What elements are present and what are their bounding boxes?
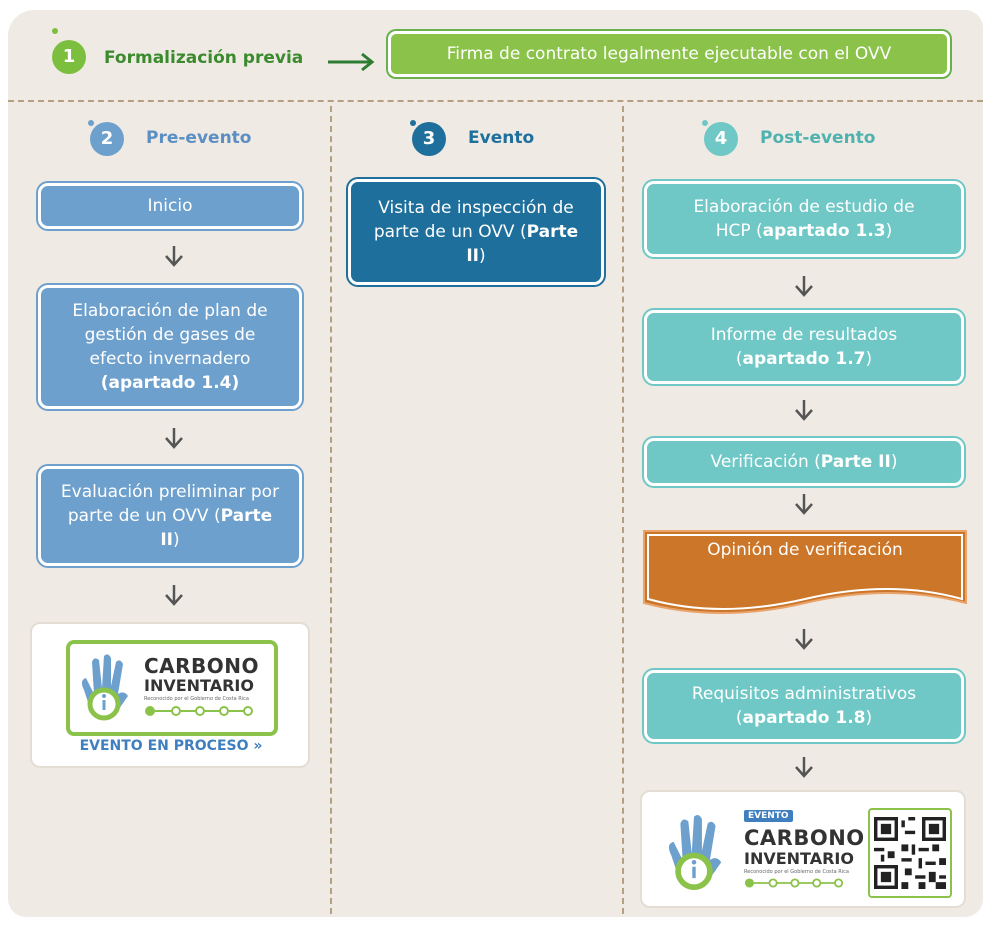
logo-left-line1: CARBONO <box>144 654 260 678</box>
phase-3-badge: 3 <box>412 122 446 156</box>
requisitos-box: Requisitos administrativos (apartado 1.8… <box>644 670 964 742</box>
logo-right-line1: CARBONO <box>744 826 865 850</box>
plan-box: Elaboración de plan de gestión de gases … <box>38 285 302 409</box>
phase-3-badge-dot <box>410 120 416 126</box>
informe-text: Informe de resultados ( <box>710 325 898 369</box>
verificacion-close: ) <box>890 452 898 472</box>
arrow-down-icon <box>795 757 813 778</box>
arrow-down-icon <box>795 629 813 650</box>
inicio-box: Inicio <box>38 183 302 229</box>
phase-4-badge: 4 <box>704 122 738 156</box>
arrow-down-icon <box>165 246 183 267</box>
requisitos-close: ) <box>865 708 873 728</box>
estudio-text: Elaboración de estudio de HCP ( <box>693 197 915 241</box>
visita-close: ) <box>479 246 486 266</box>
contract-box: Firma de contrato legalmente ejecutable … <box>388 31 950 77</box>
divider-right <box>622 106 624 914</box>
logo-right-line2: INVENTARIO <box>744 849 854 868</box>
informe-ref: apartado 1.7 <box>742 349 866 369</box>
carbono-inventario-logo-event: EVENTO CARBONO INVENTARIO Reconocido por… <box>640 790 966 908</box>
evaluacion-box: Evaluación preliminar por parte de un OV… <box>38 466 302 566</box>
phase-1-badge-dot <box>52 28 58 34</box>
phase-2-badge: 2 <box>90 122 124 156</box>
phase-1-badge: 1 <box>52 40 86 74</box>
progress-dots-icon <box>744 878 844 888</box>
verificacion-ref: Parte II <box>820 452 891 472</box>
requisitos-text: Requisitos administrativos ( <box>691 684 917 728</box>
arrow-down-icon <box>165 428 183 449</box>
phase-4-title: Post-evento <box>760 128 876 148</box>
arrow-down-icon <box>795 400 813 421</box>
opinion-label: Opinión de verificación <box>707 540 903 560</box>
evaluacion-text: Evaluación preliminar por parte de un OV… <box>60 482 280 526</box>
visita-text: Visita de inspección de parte de un OVV … <box>373 198 574 242</box>
estudio-box: Elaboración de estudio de HCP (apartado … <box>644 181 964 257</box>
requisitos-ref: apartado 1.8 <box>742 708 866 728</box>
plan-ref: (apartado 1.4) <box>100 373 240 393</box>
logo-right-tag: EVENTO <box>744 810 793 822</box>
opinion-document-shape <box>643 530 967 614</box>
estudio-close: ) <box>885 221 893 241</box>
logo-left-line2: INVENTARIO <box>144 676 254 695</box>
phase-3-title: Evento <box>468 128 535 148</box>
hand-icon <box>81 654 128 721</box>
informe-close: ) <box>865 349 873 369</box>
arrow-down-icon <box>795 494 813 515</box>
estudio-ref: apartado 1.3 <box>762 221 886 241</box>
arrow-right-icon <box>328 52 375 72</box>
evaluacion-close: ) <box>173 530 180 550</box>
carbono-inventario-logo-pending: CARBONO INVENTARIO Reconocido por el Gob… <box>30 622 310 768</box>
phase-4-badge-dot <box>702 120 708 126</box>
qr-code-icon <box>868 808 952 898</box>
visita-ref: Parte II <box>466 222 579 266</box>
phase-1-title: Formalización previa <box>104 48 304 68</box>
phase-2-title: Pre-evento <box>146 128 252 148</box>
visita-box: Visita de inspección de parte de un OVV … <box>348 179 604 285</box>
progress-dots-icon <box>145 706 253 716</box>
logo-right-small: Reconocido por el Gobierno de Costa Rica <box>744 869 849 875</box>
divider-left <box>330 106 332 914</box>
plan-text: Elaboración de plan de gestión de gases … <box>72 301 268 369</box>
divider-horizontal <box>8 100 983 102</box>
phase-2-badge-dot <box>88 120 94 126</box>
verificacion-box: Verificación (Parte II) <box>644 438 964 486</box>
evaluacion-ref: Parte II <box>160 506 273 550</box>
arrow-down-icon <box>165 585 183 606</box>
logo-left-footer: EVENTO EN PROCESO » <box>79 738 263 754</box>
logo-left-small: Reconocido por el Gobierno de Costa Rica <box>144 696 249 702</box>
arrow-down-icon <box>795 276 813 297</box>
verificacion-text: Verificación ( <box>710 452 821 472</box>
informe-box: Informe de resultados (apartado 1.7) <box>644 310 964 384</box>
hand-icon <box>668 814 722 891</box>
